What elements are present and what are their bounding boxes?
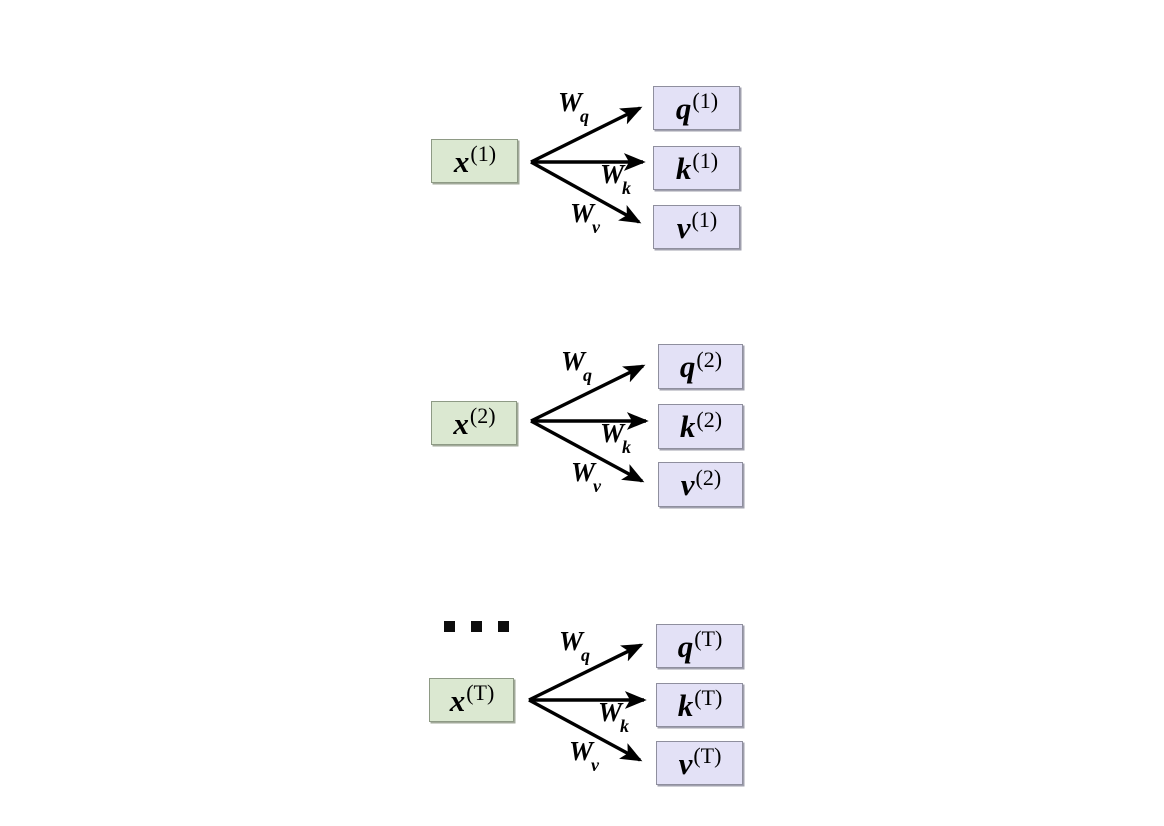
input-symbol-2: x [453, 405, 469, 441]
wk-base-2: W [600, 418, 625, 448]
output-symbol-q-3: q [677, 628, 694, 664]
wv-sub-2: v [593, 476, 602, 497]
output-symbol-k-1: k [675, 150, 692, 186]
output-box-v-1[interactable]: v(1) [653, 205, 740, 249]
wq-sub-1: q [580, 106, 590, 127]
output-symbol-k-2: k [679, 409, 696, 444]
output-symbol-k-3: k [677, 687, 694, 723]
weight-label-wq-3: Wq [559, 626, 592, 665]
weight-label-wv-2: Wv [571, 457, 603, 496]
wv-base-1: W [570, 198, 595, 228]
weight-label-wk-1: Wk [600, 159, 633, 198]
weight-label-wv-3: Wv [569, 736, 601, 775]
ellipsis-dot-2 [471, 621, 482, 632]
ellipsis-indicator [444, 621, 509, 632]
weight-label-wk-3: Wk [598, 697, 631, 736]
wv-base-3: W [569, 736, 594, 766]
ellipsis-dot-3 [498, 621, 509, 632]
input-box-2[interactable]: x(2) [431, 401, 517, 445]
output-symbol-q-2: q [679, 349, 696, 384]
wv-base-2: W [571, 457, 596, 487]
weight-label-wk-2: Wk [600, 418, 633, 457]
output-box-k-2[interactable]: k(2) [658, 404, 743, 449]
wk-sub-2: k [622, 437, 632, 458]
output-box-q-1[interactable]: q(1) [653, 86, 740, 130]
output-symbol-v-2: v [680, 467, 695, 502]
wk-base-1: W [600, 159, 625, 189]
wk-sub-3: k [620, 716, 630, 737]
output-symbol-v-3: v [678, 745, 693, 781]
input-box-3[interactable]: x(T) [429, 678, 514, 722]
output-box-k-3[interactable]: k(T) [656, 683, 743, 727]
output-box-v-2[interactable]: v(2) [658, 462, 743, 507]
input-symbol-1: x [453, 143, 470, 179]
output-symbol-q-1: q [675, 90, 692, 126]
wv-sub-3: v [591, 755, 600, 776]
wq-base-3: W [559, 626, 584, 656]
output-box-k-1[interactable]: k(1) [653, 146, 740, 190]
wk-sub-1: k [622, 178, 632, 199]
weight-label-wq-2: Wq [561, 346, 594, 385]
output-box-q-3[interactable]: q(T) [656, 624, 743, 668]
wq-base-2: W [561, 346, 586, 376]
input-symbol-3: x [449, 682, 466, 718]
ellipsis-dot-1 [444, 621, 455, 632]
input-box-1[interactable]: x(1) [431, 139, 518, 183]
wk-base-3: W [598, 697, 623, 727]
output-symbol-v-1: v [676, 209, 691, 245]
wq-sub-3: q [581, 645, 591, 666]
output-box-q-2[interactable]: q(2) [658, 344, 743, 389]
weight-label-wq-1: Wq [558, 87, 591, 126]
wq-base-1: W [558, 87, 583, 117]
weight-label-wv-1: Wv [570, 198, 602, 237]
wv-sub-1: v [592, 217, 601, 238]
output-box-v-3[interactable]: v(T) [656, 741, 743, 785]
wq-sub-2: q [583, 365, 593, 386]
